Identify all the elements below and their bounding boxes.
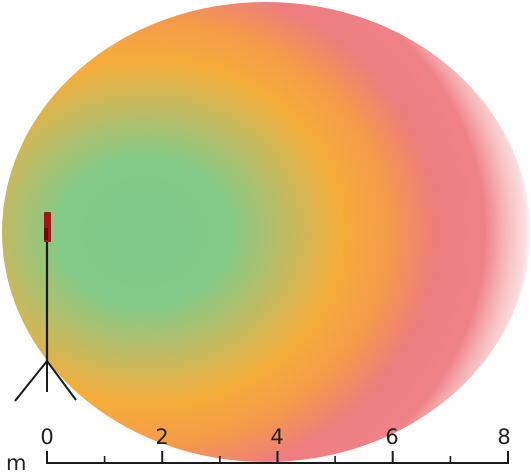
scale-label-0: 0: [40, 425, 53, 449]
distance-scale: 0 2 4 6 8 m: [6, 425, 511, 472]
scale-label-2: 2: [155, 425, 168, 449]
sensor-lens: [44, 228, 48, 240]
detection-coverage-area: [2, 2, 530, 462]
scale-label-8: 8: [497, 425, 510, 449]
tripod-leg-left: [14, 360, 48, 402]
tripod-leg-right: [46, 360, 77, 401]
motion-sensor-on-tripod-icon: [14, 212, 77, 402]
scale-label-4: 4: [270, 425, 283, 449]
scale-unit-label: m: [6, 451, 26, 472]
scale-label-6: 6: [385, 425, 398, 449]
